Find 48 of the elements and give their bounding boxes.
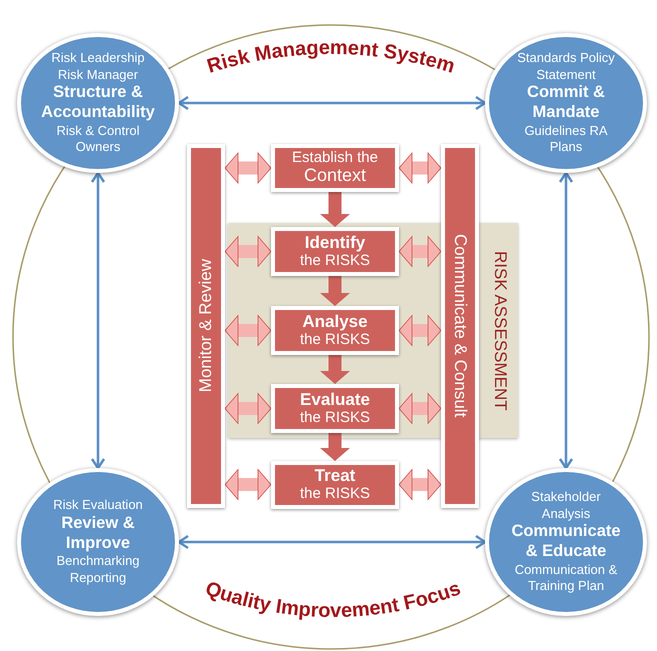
node-text: Stakeholder Analysis (530, 488, 602, 522)
node-text: Commit & Mandate (526, 83, 606, 123)
node-text: Analyse (302, 312, 368, 332)
node-text: Establish the (292, 150, 378, 166)
block-arrow (224, 152, 272, 184)
block-arrow (224, 315, 272, 346)
double-arrow (90, 172, 106, 470)
node-text: Risk & Control Owners (55, 122, 141, 156)
double-arrow (178, 96, 486, 110)
block-arrow (320, 192, 350, 227)
node-text: Communicate & Consult (450, 234, 470, 418)
block-arrow (320, 355, 350, 384)
node-text: the RISKS (300, 410, 370, 426)
process-box (271, 227, 399, 276)
node-text: Review & Improve (60, 514, 136, 554)
node-text: Communication & Training Plan (514, 562, 618, 596)
block-arrow (320, 433, 350, 461)
node-text: the RISKS (300, 252, 370, 270)
double-arrow (178, 534, 486, 550)
node-text: Standards Policy Statement (516, 50, 616, 84)
band-label: RISK ASSESSMENT (490, 250, 510, 410)
node-text: Monitor & Review (196, 259, 216, 393)
node-text: Treat (314, 467, 356, 486)
node-text: Structure & Accountability (40, 83, 156, 123)
double-arrow (558, 172, 574, 470)
block-arrow (224, 393, 272, 424)
node-text: the RISKS (300, 486, 370, 503)
node-text: Communicate & Educate (510, 522, 622, 562)
node-text: Identify (304, 234, 366, 253)
process-box (271, 306, 399, 355)
node-text: Risk Leadership Risk Manager (50, 50, 146, 84)
block-arrow (398, 393, 442, 424)
block-arrow (224, 469, 272, 500)
curved-title: Risk Management System (204, 36, 458, 78)
node-text: the RISKS (300, 332, 370, 348)
block-arrow (398, 315, 442, 346)
block-arrow (320, 276, 350, 306)
curved-title: Quality Improvement Focus (202, 578, 464, 622)
node-text: Guidelines RA Plans (523, 122, 609, 156)
block-arrow (398, 469, 442, 500)
node-text: Evaluate (300, 390, 370, 410)
process-box (271, 384, 399, 433)
block-arrow (398, 152, 442, 184)
block-arrow (224, 236, 272, 267)
block-arrow (398, 236, 442, 267)
node-text: Benchmarking Reporting (55, 553, 141, 587)
node-text: Context (304, 166, 366, 186)
node-text: Risk Evaluation (53, 497, 143, 514)
